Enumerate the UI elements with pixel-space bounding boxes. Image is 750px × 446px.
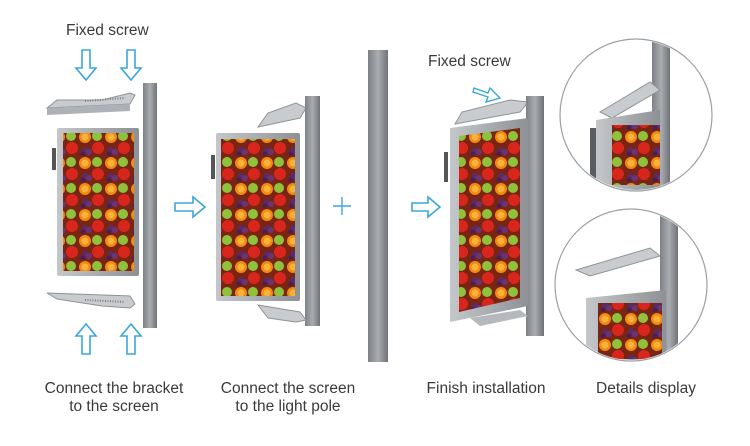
step3-caption: Finish installation bbox=[404, 380, 568, 398]
light-pole bbox=[143, 83, 157, 328]
up-arrow-icon bbox=[119, 322, 143, 355]
light-pole bbox=[526, 96, 544, 336]
step2-caption-line1: Connect the screen bbox=[220, 380, 356, 397]
screen-panel bbox=[459, 128, 520, 312]
screen-panel bbox=[221, 139, 295, 296]
step1-caption: Connect the bracket to the screen bbox=[28, 380, 200, 416]
standalone-light-pole bbox=[368, 50, 388, 362]
top-bracket bbox=[45, 92, 136, 115]
step1-caption-line2: to the screen bbox=[69, 398, 159, 415]
screen-panel bbox=[52, 128, 139, 276]
bottom-bracket bbox=[46, 292, 136, 309]
light-pole bbox=[305, 96, 320, 326]
detail-circle-top bbox=[559, 38, 713, 192]
step4-caption: Details display bbox=[578, 380, 714, 398]
right-arrow-icon bbox=[411, 195, 442, 219]
step3-caption-line1: Finish installation bbox=[426, 380, 546, 397]
up-arrow-icon bbox=[74, 322, 98, 355]
fixed-screw-label-left: Fixed screw bbox=[66, 22, 149, 39]
step3-figure bbox=[444, 86, 544, 336]
step2-figure bbox=[211, 96, 320, 326]
diagonal-arrow-icon bbox=[472, 86, 502, 104]
detail-circle-bottom bbox=[554, 208, 708, 362]
right-arrow-icon bbox=[174, 195, 207, 219]
step1-caption-line1: Connect the bracket bbox=[44, 380, 184, 397]
fixed-screw-label-right: Fixed screw bbox=[428, 53, 511, 70]
step1-figure bbox=[45, 49, 157, 355]
down-arrow-icon bbox=[74, 49, 98, 82]
step4-caption-line1: Details display bbox=[596, 380, 696, 397]
plus-icon bbox=[333, 197, 351, 215]
down-arrow-icon bbox=[119, 49, 143, 82]
step2-caption: Connect the screen to the light pole bbox=[207, 380, 369, 416]
step2-caption-line2: to the light pole bbox=[235, 398, 341, 415]
